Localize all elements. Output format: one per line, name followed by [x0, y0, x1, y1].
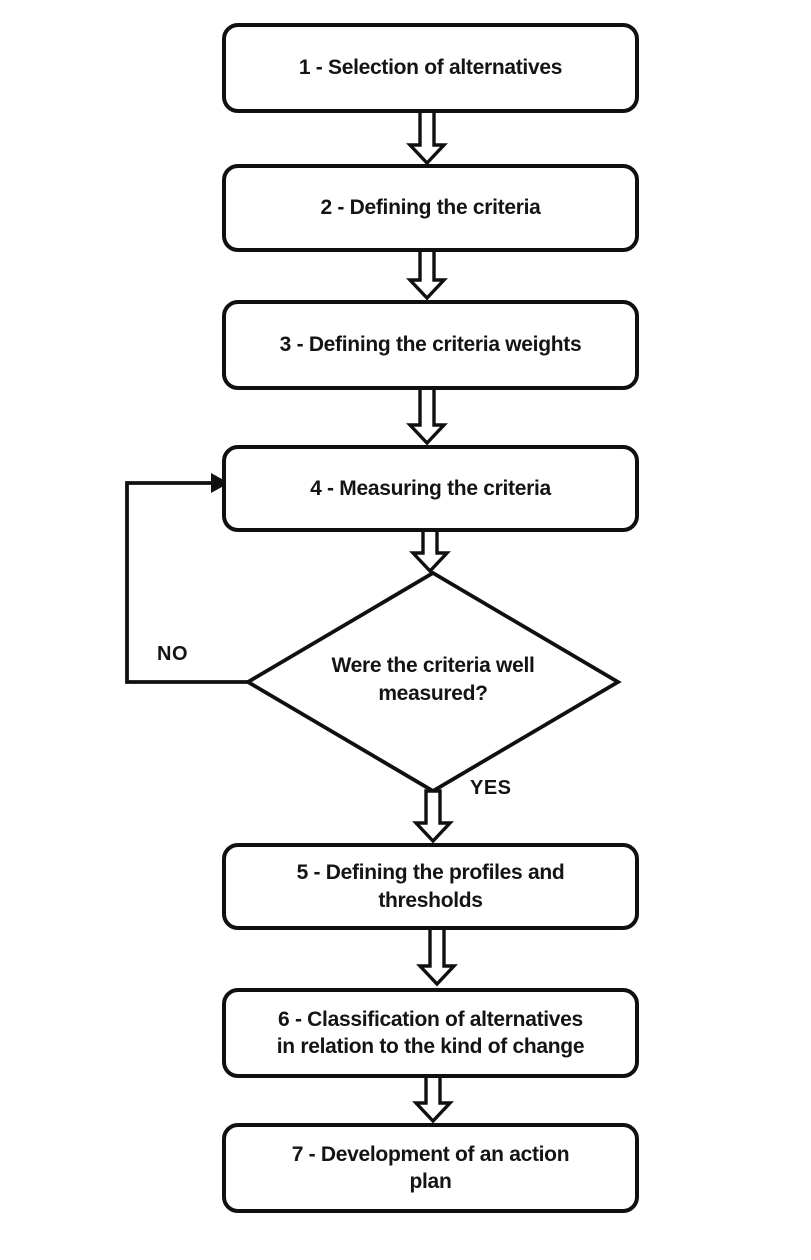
step-box-2: 2 - Defining the criteria — [222, 164, 639, 252]
step-box-4: 4 - Measuring the criteria — [222, 445, 639, 532]
step-box-5: 5 - Defining the profiles and thresholds — [222, 843, 639, 930]
no-loop-line — [125, 481, 248, 684]
decision-question: Were the criteria well measured? — [331, 654, 535, 706]
flow-arrow-3-4-icon — [406, 384, 448, 446]
no-branch-label: NO — [157, 643, 188, 665]
flow-arrow-5-6-icon — [416, 924, 458, 987]
step-box-1: 1 - Selection of alternatives — [222, 23, 639, 113]
flow-arrow-yes-decision-5-icon — [412, 789, 454, 844]
flow-arrow-1-2-icon — [406, 107, 448, 166]
no-loop-arrowhead-icon — [211, 473, 229, 493]
flow-arrow-2-3-icon — [406, 246, 448, 301]
flow-arrow-4-decision-icon — [409, 526, 451, 574]
step-box-7: 7 - Development of an action plan — [222, 1123, 639, 1213]
yes-branch-label: YES — [470, 777, 512, 799]
flow-arrow-6-7-icon — [412, 1072, 454, 1124]
step-box-6: 6 - Classification of alternatives in re… — [222, 988, 639, 1078]
step-box-3: 3 - Defining the criteria weights — [222, 300, 639, 390]
